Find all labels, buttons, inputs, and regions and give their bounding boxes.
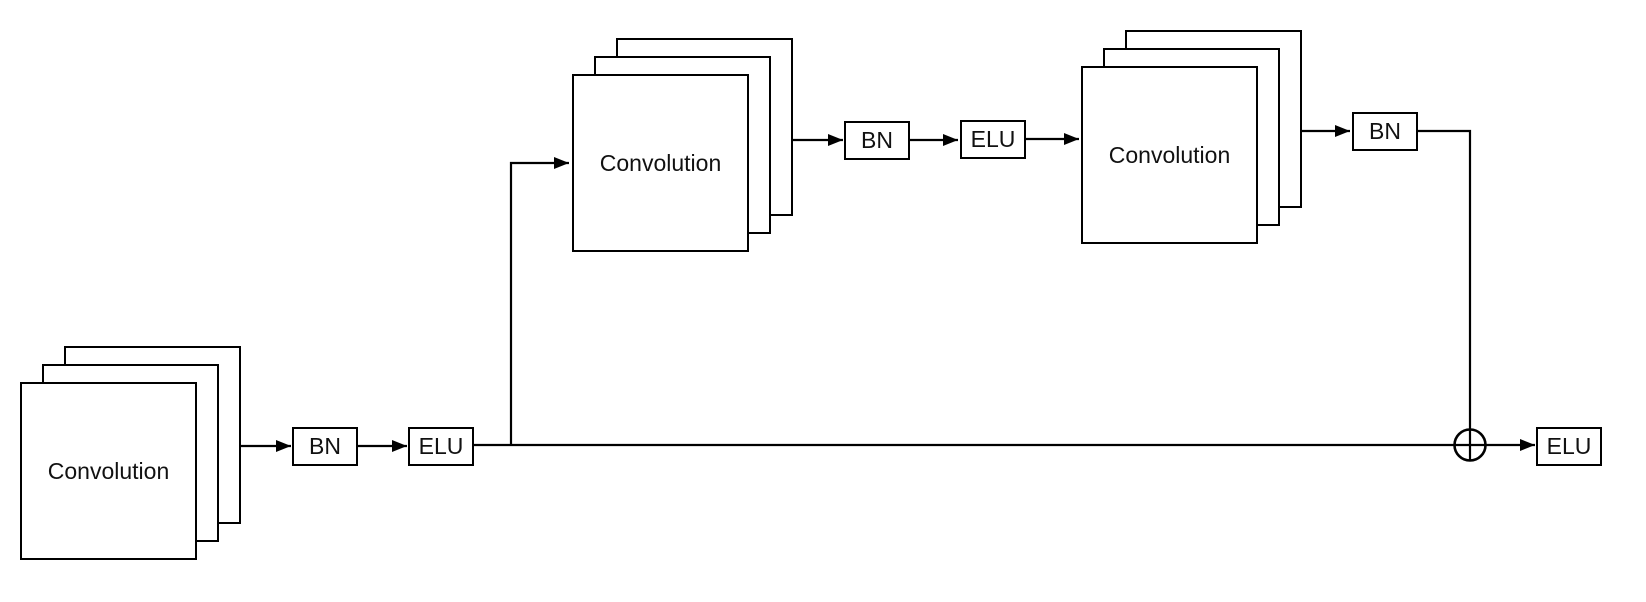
elu-node-2: ELU (960, 120, 1026, 159)
conv-branch-2-label: Convolution (1108, 141, 1231, 168)
conv-input-box: Convolution (20, 382, 197, 560)
elu-node-output-label: ELU (1546, 433, 1592, 459)
elu-node-output: ELU (1536, 427, 1602, 466)
elu-node-1: ELU (408, 427, 474, 466)
conv-branch-2-box: Convolution (1081, 66, 1258, 244)
conv-branch-1-box: Convolution (572, 74, 749, 252)
elu-node-1-label: ELU (418, 433, 464, 459)
add-icon (1453, 428, 1487, 462)
bn-node-1-label: BN (309, 433, 341, 459)
conv-branch-1-label: Convolution (599, 149, 722, 176)
arrow-elu1-to-conv2 (509, 157, 569, 445)
bn-node-2-label: BN (861, 127, 893, 153)
elu-node-2-label: ELU (970, 126, 1016, 152)
conv-input-label: Convolution (47, 457, 170, 484)
bn-node-1: BN (292, 427, 358, 466)
bn-node-2: BN (844, 121, 910, 160)
bn-node-3: BN (1352, 112, 1418, 151)
bn-node-3-label: BN (1369, 118, 1401, 144)
arrow-bn3-to-add (1418, 129, 1472, 460)
